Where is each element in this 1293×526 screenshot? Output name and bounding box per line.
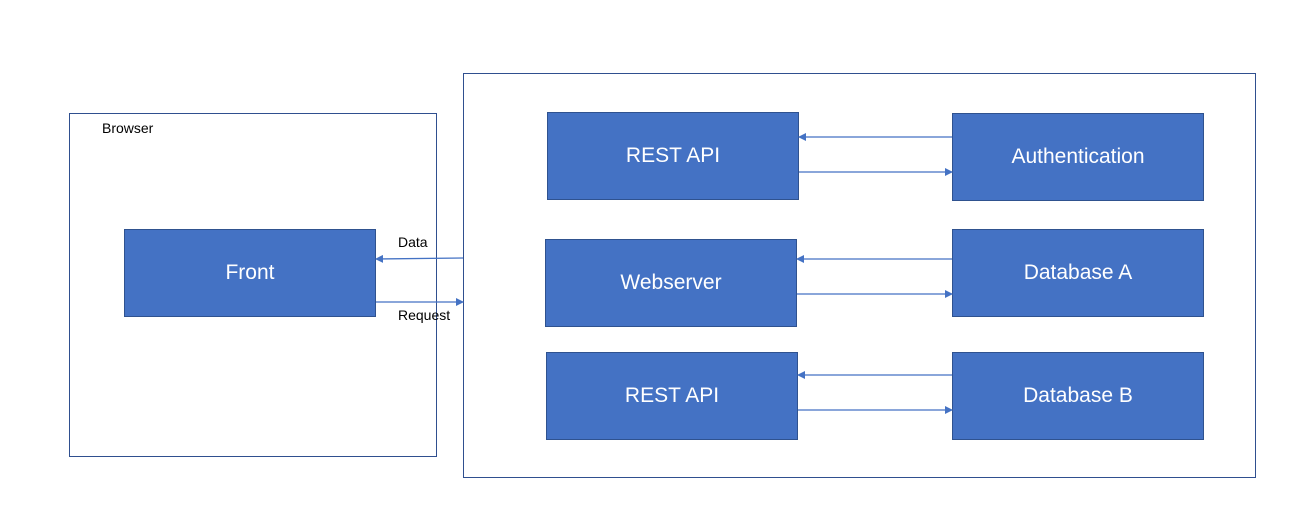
request-label: Request: [398, 307, 451, 323]
browser-label: Browser: [102, 120, 154, 136]
browser-container: [69, 113, 437, 457]
rest-api-top-box: REST API: [547, 112, 799, 200]
rest-api-bottom-box: REST API: [546, 352, 798, 440]
authentication-box: Authentication: [952, 113, 1204, 201]
data-label: Data: [398, 234, 428, 250]
front-box: Front: [124, 229, 376, 317]
database-a-box: Database A: [952, 229, 1204, 317]
database-b-box: Database B: [952, 352, 1204, 440]
server-container: [463, 73, 1256, 478]
webserver-box: Webserver: [545, 239, 797, 327]
